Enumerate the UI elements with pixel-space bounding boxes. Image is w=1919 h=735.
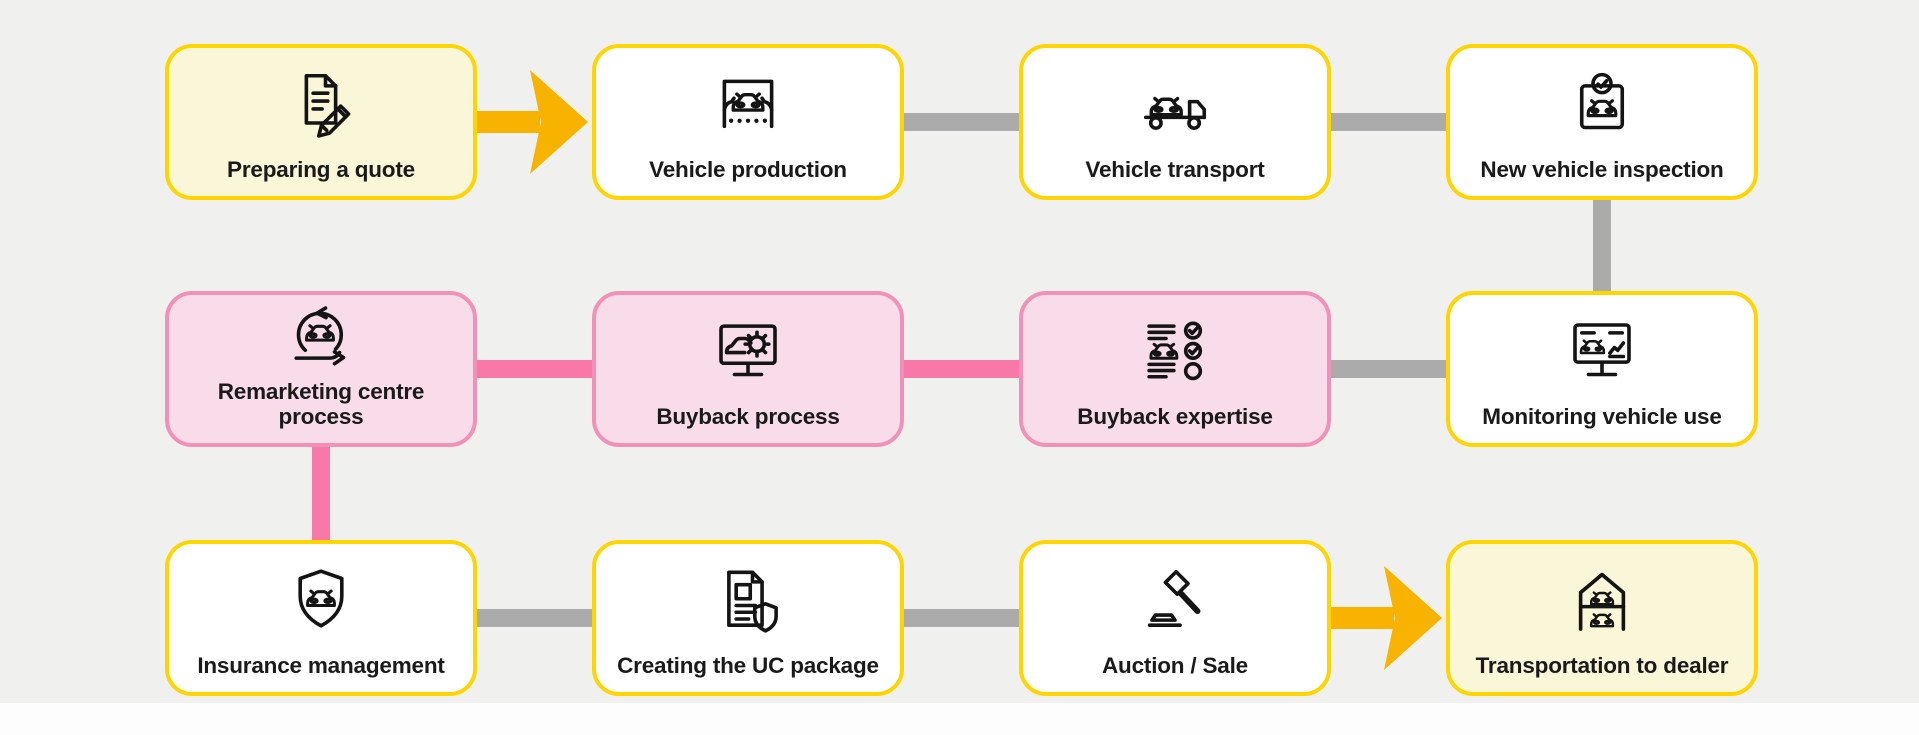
- monitor-car-gear-icon: [710, 305, 786, 404]
- connector-insurance-ucpackage: [471, 609, 598, 627]
- gavel-icon: [1139, 554, 1211, 653]
- step-new-vehicle-inspection: New vehicle inspection: [1446, 44, 1758, 200]
- step-preparing-a-quote: Preparing a quote: [165, 44, 477, 200]
- step-label: Vehicle production: [649, 156, 847, 182]
- step-label: Preparing a quote: [227, 156, 415, 182]
- car-checklist-icon: [1139, 305, 1211, 404]
- document-shield-icon: [712, 554, 784, 653]
- assembly-line-car-icon: [712, 58, 784, 157]
- page-bottom-strip: [0, 703, 1919, 735]
- step-label: Transportation to dealer: [1475, 652, 1729, 678]
- yellow-arrow-quote-to-production: [474, 70, 588, 174]
- step-auction-sale: Auction / Sale: [1019, 540, 1331, 696]
- inspection-board-check-icon: [1566, 58, 1638, 157]
- step-label: Insurance management: [197, 652, 445, 678]
- step-label: Auction / Sale: [1102, 652, 1248, 678]
- shield-car-icon: [285, 554, 357, 653]
- document-pencil-icon: [285, 58, 357, 157]
- step-vehicle-production: Vehicle production: [592, 44, 904, 200]
- step-label: Vehicle transport: [1085, 156, 1265, 182]
- step-label: Creating the UC package: [617, 652, 879, 678]
- car-cycle-arrows-icon: [285, 303, 357, 379]
- connector-production-transport: [898, 113, 1025, 131]
- step-buyback-process: Buyback process: [592, 291, 904, 447]
- monitor-car-chart-icon: [1564, 305, 1640, 404]
- step-label: Remarketing centre process: [217, 378, 425, 429]
- step-monitoring-vehicle-use: Monitoring vehicle use: [1446, 291, 1758, 447]
- yellow-arrow-auction-to-dealer: [1328, 566, 1442, 670]
- car-carrier-truck-icon: [1138, 58, 1212, 157]
- step-remarketing-centre-process: Remarketing centre process: [165, 291, 477, 447]
- step-transportation-to-dealer: Transportation to dealer: [1446, 540, 1758, 696]
- connector-inspection-monitoring: [1593, 196, 1611, 295]
- connector-monitoring-expertise: [1325, 360, 1452, 378]
- connector-ucpackage-auction: [898, 609, 1025, 627]
- step-vehicle-transport: Vehicle transport: [1019, 44, 1331, 200]
- step-buyback-expertise: Buyback expertise: [1019, 291, 1331, 447]
- connector-expertise-buyback: [898, 360, 1025, 378]
- step-insurance-management: Insurance management: [165, 540, 477, 696]
- step-label: New vehicle inspection: [1480, 156, 1724, 182]
- connector-remarketing-insurance: [312, 443, 330, 544]
- connector-transport-inspection: [1325, 113, 1452, 131]
- dealer-garage-cars-icon: [1566, 554, 1638, 653]
- step-label: Monitoring vehicle use: [1482, 403, 1722, 429]
- step-label: Buyback expertise: [1077, 403, 1273, 429]
- step-label: Buyback process: [656, 403, 840, 429]
- connector-buyback-remarketing: [471, 360, 598, 378]
- step-creating-the-uc-package: Creating the UC package: [592, 540, 904, 696]
